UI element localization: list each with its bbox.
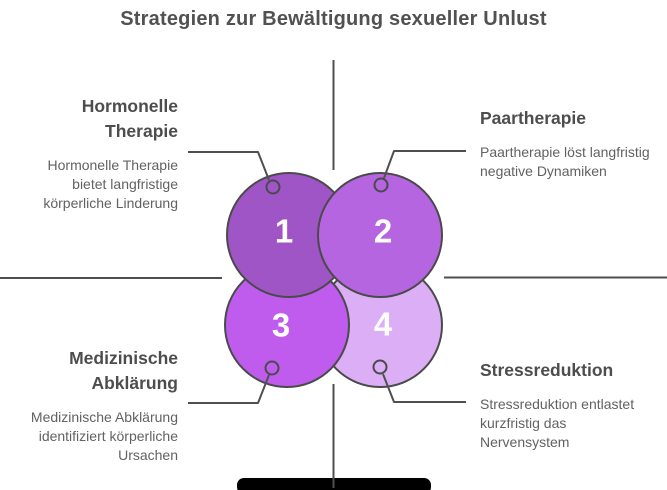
step-number-2: 2 [373, 212, 393, 250]
step-3-text-block: Medizinische Abklärung Medizinische Abkl… [13, 346, 178, 465]
connector-step-1 [188, 151, 270, 181]
circle-step-2 [317, 172, 443, 298]
ring-marker-step-3 [264, 360, 280, 376]
connector-step-3 [188, 374, 270, 404]
step-1-description: Hormonelle Therapie bietet langfristige … [43, 157, 178, 211]
step-2-text-block: Paartherapie Paartherapie löst langfrist… [480, 106, 655, 181]
step-1-text-block: Hormonelle Therapie Hormonelle Therapie … [13, 94, 178, 213]
ring-marker-step-1 [265, 179, 281, 195]
connector-step-2 [383, 150, 466, 179]
step-4-description: Stressreduktion entlastet kurzfristig da… [480, 396, 635, 450]
step-4-heading: Stressreduktion [480, 360, 614, 380]
connector-step-4 [382, 373, 466, 403]
page-title: Strategien zur Bewältigung sexueller Unl… [120, 8, 547, 30]
step-2-description: Paartherapie löst langfristig negative D… [480, 144, 650, 179]
step-2-heading: Paartherapie [480, 108, 587, 128]
step-number-1: 1 [274, 212, 294, 250]
step-3-description: Medizinische Abklärung identifiziert kör… [30, 409, 178, 463]
step-number-4: 4 [373, 305, 393, 343]
ring-marker-step-2 [373, 177, 389, 193]
step-number-3: 3 [271, 306, 291, 344]
ring-marker-step-4 [372, 359, 388, 375]
step-4-text-block: Stressreduktion Stressreduktion entlaste… [480, 358, 645, 452]
step-3-heading: Medizinische Abklärung [69, 348, 178, 393]
step-1-heading: Hormonelle Therapie [81, 96, 178, 141]
